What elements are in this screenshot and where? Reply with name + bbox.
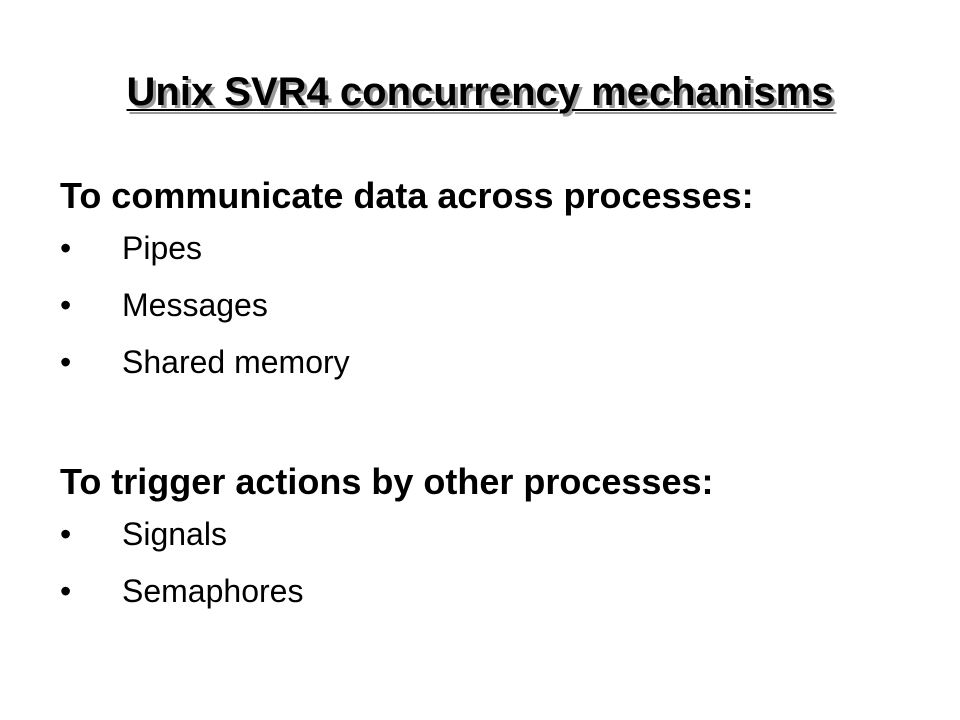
bullet-item-semaphores: • Semaphores [60, 563, 920, 620]
section-heading: To trigger actions by other processes: [60, 461, 714, 502]
bullet-icon: • [60, 287, 72, 323]
bullet-icon: • [60, 230, 72, 266]
bullet-icon: • [60, 344, 72, 380]
section-communicate-data: To communicate data across processes: • … [60, 172, 920, 391]
bullet-icon: • [60, 516, 72, 552]
bullet-text: Signals [122, 516, 227, 552]
bullet-text: Shared memory [122, 344, 350, 380]
bullet-list: • Pipes • Messages • Shared memory [60, 220, 920, 391]
slide-title: Unix SVR4 concurrency mechanisms [126, 70, 834, 114]
bullet-text: Semaphores [122, 573, 304, 609]
bullet-item-messages: • Messages [60, 277, 920, 334]
bullet-item-signals: • Signals [60, 506, 920, 563]
bullet-item-pipes: • Pipes [60, 220, 920, 277]
section-trigger-actions: To trigger actions by other processes: •… [60, 458, 920, 620]
bullet-icon: • [60, 573, 72, 609]
section-heading: To communicate data across processes: [60, 175, 754, 216]
bullet-item-shared-memory: • Shared memory [60, 334, 920, 391]
bullet-list: • Signals • Semaphores [60, 506, 920, 620]
bullet-text: Messages [122, 287, 268, 323]
bullet-text: Pipes [122, 230, 203, 266]
